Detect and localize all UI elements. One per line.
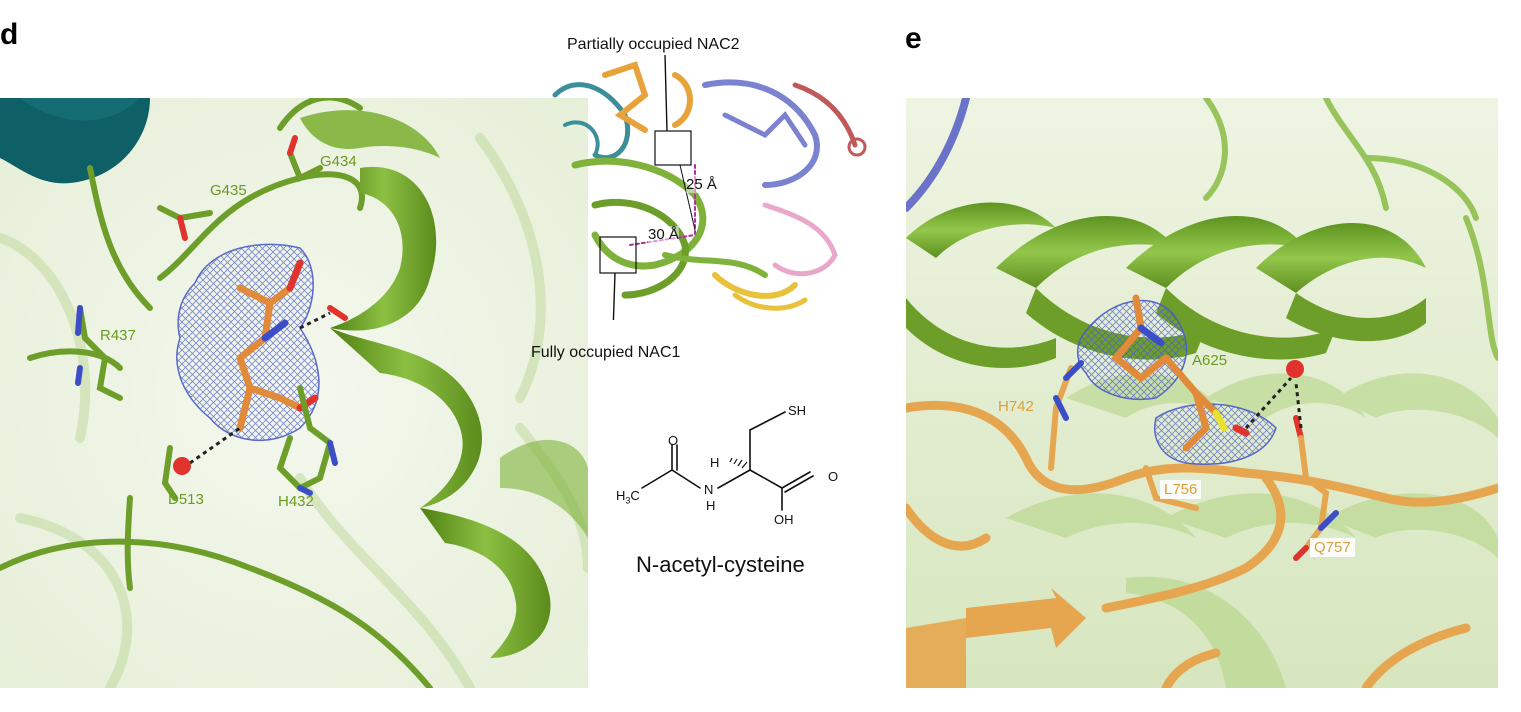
atom-o-left: O — [668, 433, 679, 448]
atom-h3c: H3C — [616, 488, 640, 506]
atom-h3c-h: H — [616, 488, 626, 503]
residue-label-g435: G435 — [210, 182, 247, 199]
panel-e-letter: e — [905, 22, 922, 55]
atom-n-h: H — [706, 498, 716, 513]
atom-h3c-c: C — [630, 488, 640, 503]
atom-n: N — [704, 482, 714, 497]
water-oxygen — [173, 457, 191, 475]
fully-occupied-label: Fully occupied NAC1 — [531, 344, 681, 361]
residue-label-h742: H742 — [998, 398, 1034, 415]
distance-25: 25 Å — [686, 176, 717, 193]
residue-label-g434: G434 — [320, 153, 357, 170]
residue-label-h432: H432 — [278, 493, 314, 510]
compound-name: N-acetyl-cysteine — [636, 552, 805, 577]
atom-sh: SH — [788, 403, 807, 418]
water-oxygen-e — [1286, 360, 1304, 378]
atom-oh: OH — [774, 512, 794, 527]
panel-d-image — [0, 98, 588, 688]
atom-o-right: O — [828, 469, 839, 484]
panel-e-image — [906, 98, 1498, 688]
distance-30: 30 Å — [648, 226, 679, 243]
nac-skeletal-formula — [641, 411, 814, 511]
panel-e-structure — [906, 98, 1498, 688]
chemical-structure-image — [610, 400, 860, 540]
residue-label-a625: A625 — [1192, 352, 1228, 369]
panel-d-letter: d — [0, 18, 19, 51]
atom-h3c-sub: 3 — [625, 495, 631, 506]
atom-h-chiral: H — [710, 455, 720, 470]
residue-label-q757: Q757 — [1310, 538, 1355, 557]
residue-label-r437: R437 — [100, 327, 136, 344]
partially-occupied-label: Partially occupied NAC2 — [567, 36, 740, 53]
residue-label-l756: L756 — [1160, 480, 1202, 499]
panel-d-structure — [0, 98, 588, 688]
residue-label-d513: D513 — [168, 491, 204, 508]
